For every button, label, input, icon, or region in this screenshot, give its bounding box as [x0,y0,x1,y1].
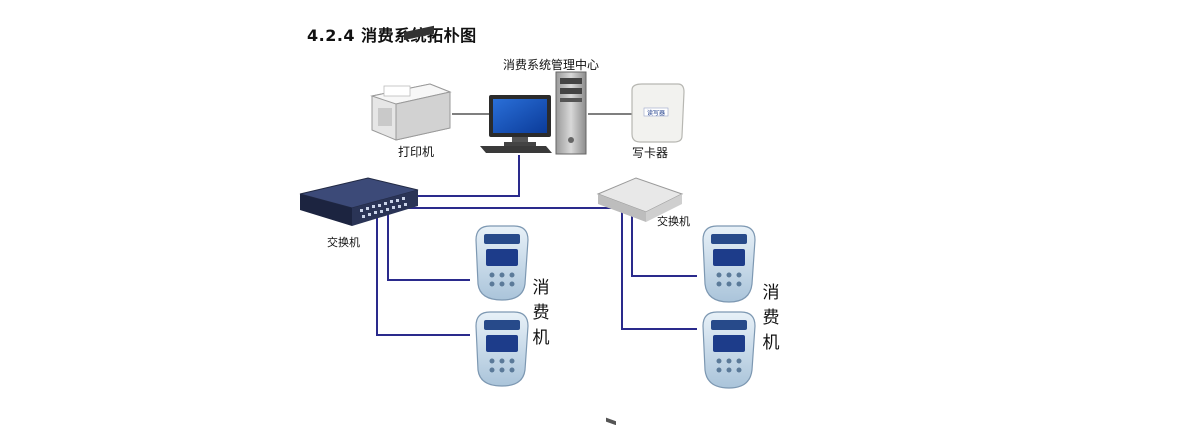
switch-pos2-link [376,205,470,336]
pos-terminal-icon [702,311,756,389]
pos-terminal-icon [702,225,756,303]
card-writer-device-text: 读写器 [647,109,665,117]
subswitch-pos3-link [631,212,697,277]
printer-icon [370,25,452,141]
card-writer-label: 写卡器 [632,146,669,160]
network-lines [376,155,697,336]
main-switch-label: 交换机 [327,236,360,249]
pos-group-right-label: 消费机 [762,283,780,353]
management-center-label: 消费系统管理中心 [503,58,600,72]
computer-icon [480,71,587,155]
pos-terminal-icon [475,311,529,387]
pc-switch-link [400,155,520,197]
switch-pos1-link [387,205,470,281]
sub-switch-label: 交换机 [657,215,690,228]
card-writer-icon: 读写器 [631,83,685,143]
printer-label: 打印机 [398,145,435,159]
subswitch-pos4-link [621,212,697,330]
pos-group-left-label: 消费机 [532,278,550,348]
switch-icon [596,177,684,425]
pos-terminal-icon [475,225,529,301]
switch-icon [299,177,419,226]
